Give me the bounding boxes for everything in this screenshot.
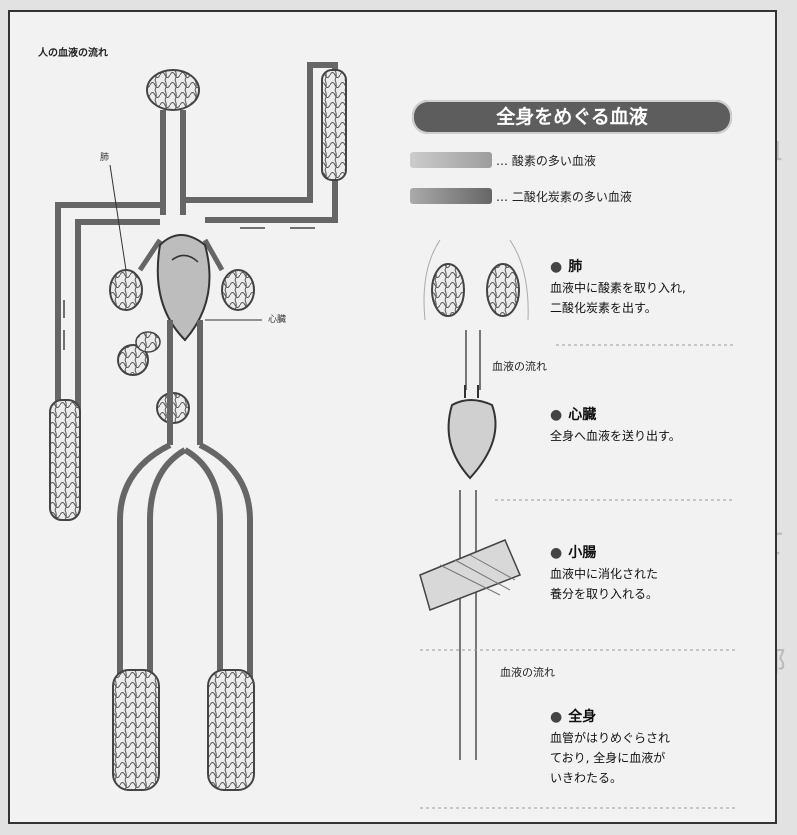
heart-callout: 心臓 <box>268 312 286 325</box>
flow-arrow-2 <box>460 490 476 760</box>
organ-heart-desc: 全身へ血液を送り出す。 <box>550 426 681 446</box>
organ-body-title: 全身 <box>550 706 596 726</box>
heart-illustration <box>449 385 496 478</box>
organ-lung-desc: 血液中に酸素を取り入れ, 二酸化炭素を出す。 <box>550 278 686 318</box>
legend-label-co2: … 二酸化炭素の多い血液 <box>496 188 632 205</box>
legend-swatch-co2 <box>410 188 492 204</box>
organ-heart-title: 心臓 <box>550 404 596 424</box>
organ-body-desc: 血管がはりめぐらされ ており, 全身に血液が いきわたる。 <box>550 728 670 788</box>
figure-title: 人の血液の流れ <box>38 44 108 59</box>
organ-intestine-title: 小腸 <box>550 542 596 562</box>
leg-capillaries <box>113 670 254 790</box>
organ-intestine-desc: 血液中に消化された 養分を取り入れる。 <box>550 564 658 604</box>
intestine-illustration <box>420 540 520 610</box>
legend-label-oxygen: … 酸素の多い血液 <box>496 152 596 169</box>
brain-capillary <box>147 70 199 215</box>
right-arm-vessels <box>185 65 346 228</box>
organ-lung-title: 肺 <box>550 256 582 276</box>
legend-swatch-oxygen <box>410 152 492 168</box>
flow-arrow-1 <box>466 330 480 390</box>
flow-label: 血液の流れ <box>492 358 547 374</box>
flow-label: 血液の流れ <box>500 664 555 680</box>
lung-callout: 肺 <box>100 150 109 163</box>
organ-capillaries <box>118 332 189 423</box>
lung-illustration <box>424 240 528 320</box>
section-badge: 全身をめぐる血液 <box>412 100 732 134</box>
lung-leader <box>110 165 126 270</box>
